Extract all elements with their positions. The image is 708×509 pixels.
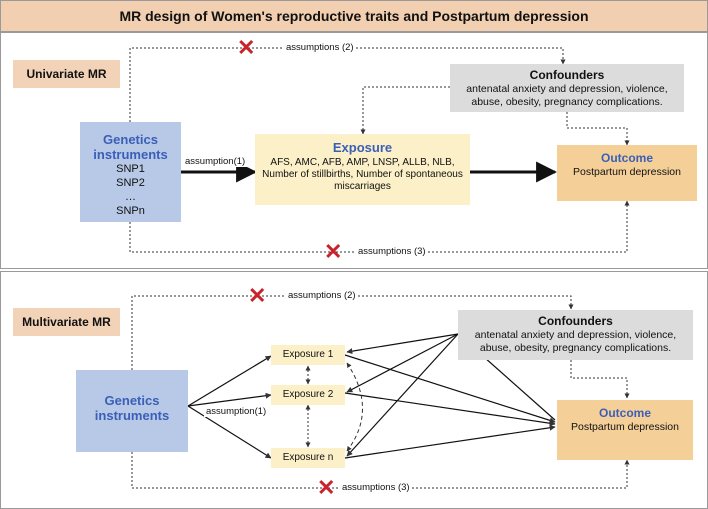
mv-gen-to-exp2 (187, 392, 272, 407)
mv-confounders-desc: antenatal anxiety and depression, violen… (474, 329, 677, 354)
mv-conf-to-expn (346, 333, 459, 457)
mv-exp2-to-outcome (344, 392, 556, 427)
mv-assumption1-label: assumption(1) (204, 406, 269, 417)
uni-genetics-box: Genetics instruments SNP1 SNP2 … SNPn (80, 122, 181, 222)
mv-confounders-title: Confounders (538, 314, 613, 328)
mv-exp1-expn-corr (346, 362, 363, 452)
mv-exp1-to-outcome (344, 354, 556, 424)
mv-confounders-box: Confounders antenatal anxiety and depres… (458, 310, 693, 360)
uni-outcome-box: Outcome Postpartum depression (557, 145, 697, 201)
uni-outcome-desc: Postpartum depression (573, 166, 681, 178)
uni-exposure-desc: AFS, AMC, AFB, AMP, LNSP, ALLB, NLB, Num… (262, 157, 463, 192)
mv-assumption3-path (131, 452, 630, 489)
uni-confounders-desc: antenatal anxiety and depression, violen… (466, 83, 668, 108)
uni-assumption3-label: assumptions (3) (356, 246, 428, 257)
mv-gen-to-expn (187, 405, 272, 459)
mv-genetics-title: Genetics instruments (94, 393, 170, 423)
uni-exposure-box: Exposure AFS, AMC, AFB, AMP, LNSP, ALLB,… (255, 134, 470, 205)
univariate-label: Univariate MR (13, 60, 120, 88)
multivariate-label: Multivariate MR (13, 308, 120, 336)
mv-conf-to-exp1 (346, 333, 459, 355)
uni-assumption2-label: assumptions (2) (284, 42, 356, 53)
snp-item: … (125, 191, 136, 203)
mv-genetics-box: Genetics instruments (76, 370, 188, 452)
uni-genetics-title: Genetics instruments (93, 132, 168, 162)
mv-exposure-2: Exposure 2 (271, 385, 345, 405)
cross-icon: ✕ (237, 35, 256, 60)
uni-confounders-title: Confounders (529, 68, 605, 82)
mv-assumption2-label: assumptions (2) (286, 290, 358, 301)
mv-outcome-box: Outcome Postpartum depression (557, 400, 693, 460)
uni-assumption3-path (129, 200, 630, 253)
mv-outcome-desc: Postpartum depression (571, 421, 679, 433)
uni-conf-to-outcome (566, 112, 630, 146)
snp-item: SNPn (116, 205, 145, 217)
mv-outcome-title: Outcome (598, 406, 651, 420)
uni-exposure-title: Exposure (332, 140, 393, 155)
mv-exposure-n: Exposure n (271, 448, 345, 468)
mv-conf-to-outcome (570, 360, 630, 399)
uni-conf-to-exposure (360, 86, 450, 135)
uni-confounders-box: Confounders antenatal anxiety and depres… (450, 64, 684, 112)
snp-item: SNP2 (116, 177, 145, 189)
mv-conf-to-exp2 (346, 333, 459, 393)
diagram-title: MR design of Women's reproductive traits… (0, 0, 708, 32)
cross-icon: ✕ (317, 475, 336, 500)
cross-icon: ✕ (248, 283, 267, 308)
uni-assumption2-path (129, 47, 566, 122)
cross-icon: ✕ (324, 239, 343, 264)
mv-assumption3-label: assumptions (3) (340, 482, 412, 493)
mv-exposure-1: Exposure 1 (271, 345, 345, 365)
uni-assumption1-label: assumption(1) (183, 156, 248, 167)
uni-outcome-title: Outcome (600, 151, 653, 165)
snp-item: SNP1 (116, 163, 145, 175)
mv-expn-to-outcome (344, 424, 556, 459)
mv-gen-to-exp1 (187, 355, 272, 407)
